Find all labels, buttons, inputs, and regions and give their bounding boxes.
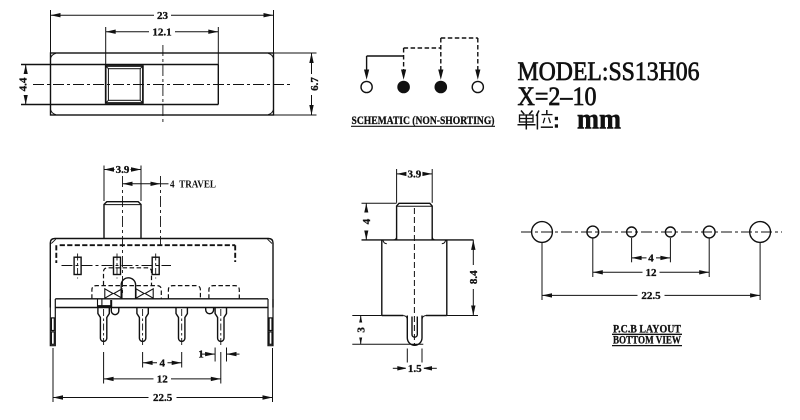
svg-text:MODEL:SS13H06: MODEL:SS13H06	[518, 57, 700, 86]
svg-text:6.7: 6.7	[309, 77, 321, 91]
svg-text:12: 12	[157, 374, 169, 386]
svg-text:3.9: 3.9	[408, 169, 422, 181]
svg-text:mm: mm	[577, 103, 621, 136]
svg-text:X=2–10: X=2–10	[518, 82, 597, 111]
svg-text:SCHEMATIC (NON-SHORTING): SCHEMATIC (NON-SHORTING)	[352, 113, 495, 127]
svg-text:1.5: 1.5	[408, 363, 422, 375]
svg-text:12.1: 12.1	[152, 26, 171, 38]
svg-text:BOTTOM VIEW: BOTTOM VIEW	[613, 332, 681, 346]
svg-text:23: 23	[157, 10, 169, 22]
svg-text:4: 4	[361, 218, 373, 224]
svg-text:8.4: 8.4	[468, 270, 480, 284]
svg-text:4.4: 4.4	[17, 77, 29, 91]
svg-text:22.5: 22.5	[153, 392, 173, 404]
svg-text:1: 1	[198, 349, 204, 361]
svg-text:22.5: 22.5	[641, 290, 661, 302]
svg-text:4 TRAVEL: 4 TRAVEL	[170, 178, 216, 190]
svg-text:4: 4	[159, 357, 165, 369]
svg-text:4: 4	[648, 253, 654, 265]
svg-text:3.9: 3.9	[116, 164, 130, 176]
svg-text:12: 12	[646, 267, 658, 279]
svg-text:P.C.B LAYOUT: P.C.B LAYOUT	[613, 321, 681, 335]
svg-text:3: 3	[355, 327, 367, 333]
